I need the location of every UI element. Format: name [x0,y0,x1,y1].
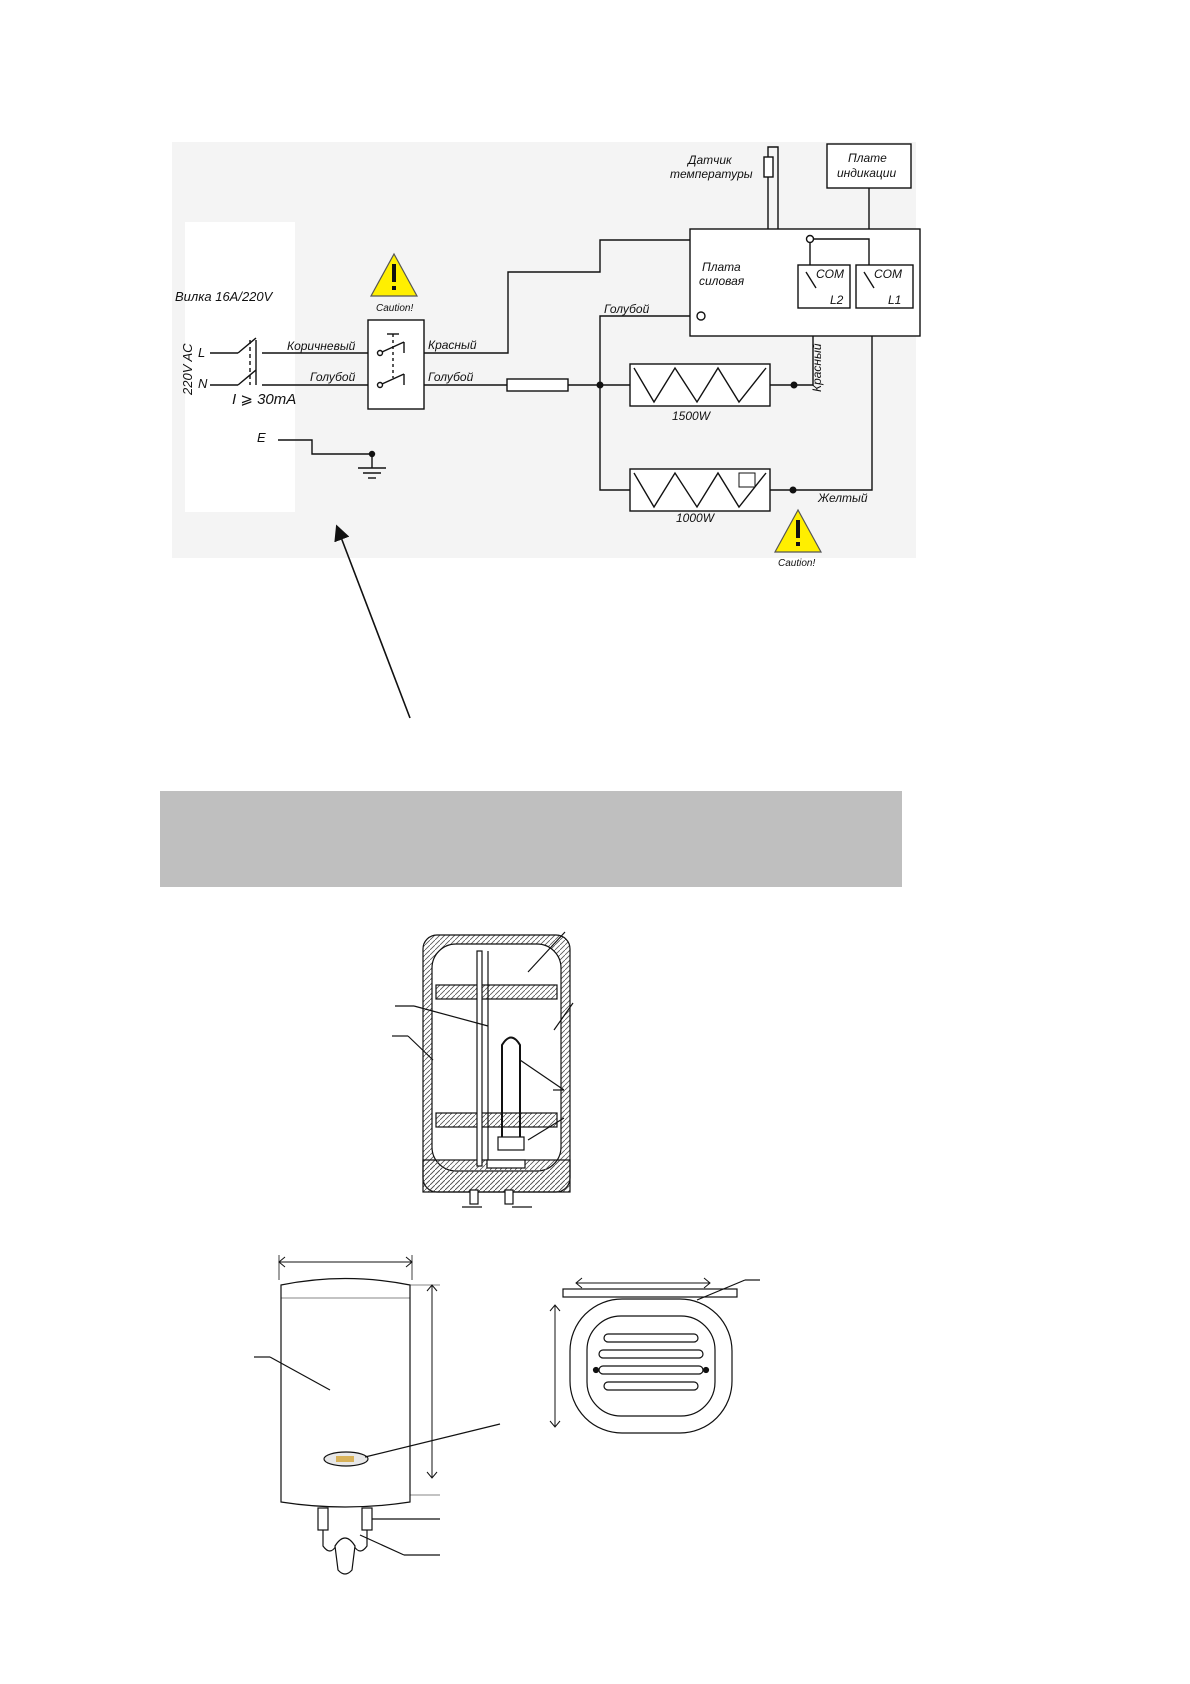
line-l-label: L [198,345,205,360]
earth-wire [278,439,376,468]
pointer-arrow [334,524,411,719]
supply-label: 220V AC [180,343,195,396]
plug-area [185,222,295,512]
wire-blue-out-label: Голубой [428,370,474,384]
display-board-label-line2: индикации [837,166,896,180]
display-board [826,143,912,189]
relay-l1-com-label: COM [874,267,902,281]
thermal-fuse-icon [506,378,569,392]
heater-1000w [629,306,873,512]
wire-blue-board-label: Голубой [604,302,650,316]
caution-label-bottom: Caution! [778,558,815,569]
main-wires [424,239,701,491]
power-board-label-line2: силовая [699,274,745,288]
power-board-label-line1: Плата [702,260,741,274]
earth-label: E [257,430,266,445]
heater-top-view [549,1277,760,1434]
heater-1500w-label: 1500W [672,409,712,423]
tank-cutaway [392,931,574,1208]
wire-brown-label: Коричневый [287,339,356,353]
temperature-sensor [763,146,779,229]
caution-label-top: Caution! [376,303,413,314]
power-board [689,228,921,337]
wire-blue-in-label: Голубой [310,370,356,384]
wire-red-label: Красный [428,338,477,352]
plug-label: Вилка 16A/220V [175,289,274,304]
plug-switch [210,337,372,386]
heater-1000w-label: 1000W [676,511,716,525]
section-header-band [160,791,902,887]
warning-triangle-icon [773,508,823,553]
line-n-label: N [198,376,208,391]
double-pole-switch [367,319,425,410]
wiring-diagram: Вилка 16A/220V 220V AC L N I ⩾ 30mA E Ко… [172,142,921,569]
sensor-label-line2: температуры [670,167,753,181]
relay-l2-label: L2 [830,293,844,307]
wire-red-vertical-label: Красный [810,343,824,392]
relay-l1-label: L1 [888,293,901,307]
heater-front-view [254,1255,501,1575]
rcd-label: I ⩾ 30mA [232,391,296,408]
heater-1500w [629,306,814,407]
warning-triangle-icon [369,252,419,297]
wire-yellow-label: Желтый [817,491,868,505]
sensor-label-line1: Датчик [686,153,733,167]
ground-symbol-icon [358,467,386,479]
relay-l2-com-label: COM [816,267,844,281]
display-board-label-line1: Плате [848,151,887,165]
